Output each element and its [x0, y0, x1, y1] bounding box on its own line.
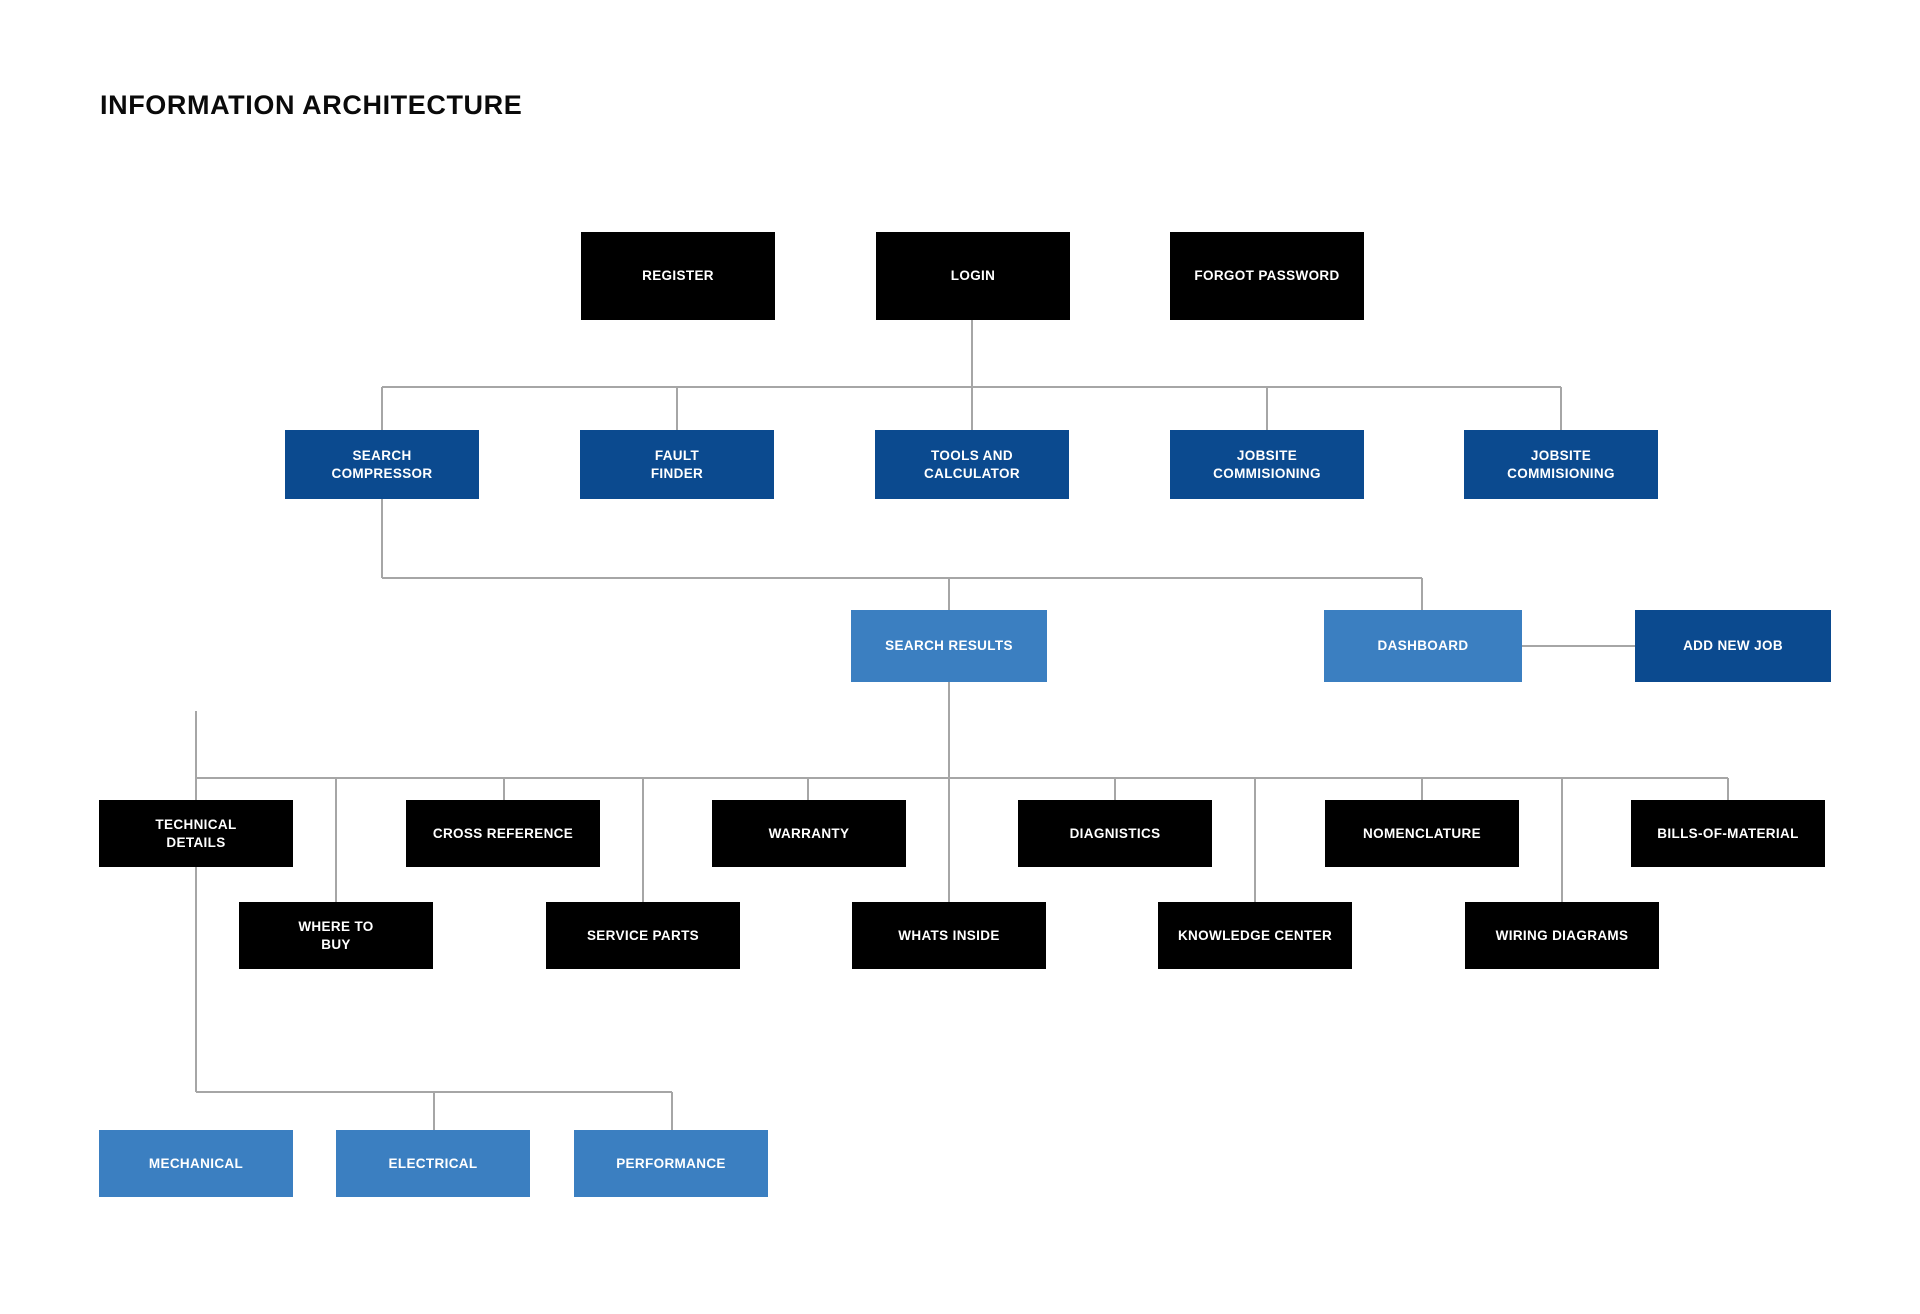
node-jobsite-commisioning-2[interactable]: JOBSITE COMMISIONING	[1464, 430, 1658, 499]
node-cross-reference[interactable]: CROSS REFERENCE	[406, 800, 600, 867]
node-login[interactable]: LOGIN	[876, 232, 1070, 320]
node-mechanical[interactable]: MECHANICAL	[99, 1130, 293, 1197]
node-dashboard[interactable]: DASHBOARD	[1324, 610, 1522, 682]
node-warranty[interactable]: WARRANTY	[712, 800, 906, 867]
node-wiring-diagrams[interactable]: WIRING DIAGRAMS	[1465, 902, 1659, 969]
node-fault-finder[interactable]: FAULT FINDER	[580, 430, 774, 499]
node-bills-of-material[interactable]: BILLS-OF-MATERIAL	[1631, 800, 1825, 867]
node-jobsite-commisioning-1[interactable]: JOBSITE COMMISIONING	[1170, 430, 1364, 499]
node-nomenclature[interactable]: NOMENCLATURE	[1325, 800, 1519, 867]
node-technical-details[interactable]: TECHNICAL DETAILS	[99, 800, 293, 867]
node-where-to-buy[interactable]: WHERE TO BUY	[239, 902, 433, 969]
node-diagnistics[interactable]: DIAGNISTICS	[1018, 800, 1212, 867]
node-search-results[interactable]: SEARCH RESULTS	[851, 610, 1047, 682]
node-forgot-password[interactable]: FORGOT PASSWORD	[1170, 232, 1364, 320]
node-performance[interactable]: PERFORMANCE	[574, 1130, 768, 1197]
node-tools-and-calculator[interactable]: TOOLS AND CALCULATOR	[875, 430, 1069, 499]
node-register[interactable]: REGISTER	[581, 232, 775, 320]
node-search-compressor[interactable]: SEARCH COMPRESSOR	[285, 430, 479, 499]
page-title: INFORMATION ARCHITECTURE	[100, 90, 523, 120]
node-whats-inside[interactable]: WHATS INSIDE	[852, 902, 1046, 969]
node-add-new-job[interactable]: ADD NEW JOB	[1635, 610, 1831, 682]
node-service-parts[interactable]: SERVICE PARTS	[546, 902, 740, 969]
node-knowledge-center[interactable]: KNOWLEDGE CENTER	[1158, 902, 1352, 969]
node-electrical[interactable]: ELECTRICAL	[336, 1130, 530, 1197]
